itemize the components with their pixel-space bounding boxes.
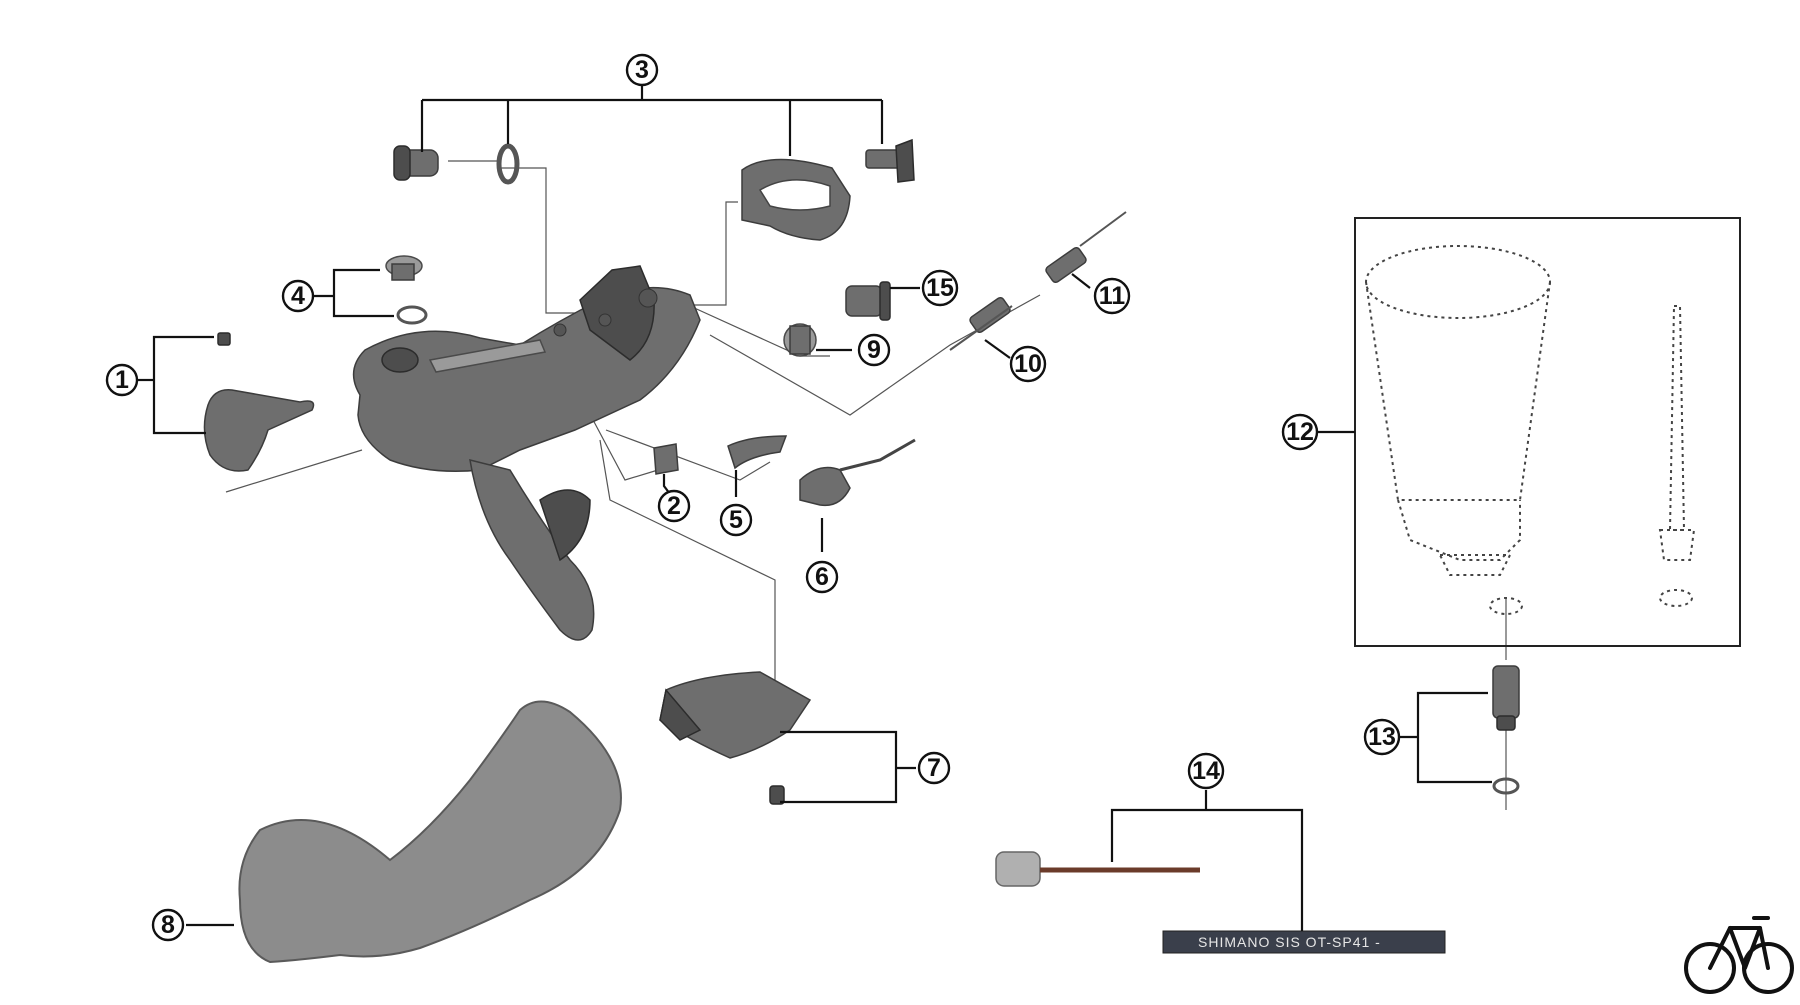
part-10-cap [949,296,1013,351]
cable-print-text: SHIMANO SIS OT-SP41 - [1198,934,1381,950]
callout-5: 5 [719,503,753,537]
part-14-outer-housing: SHIMANO SIS OT-SP41 - [1162,930,1446,954]
leader-lines [138,85,1492,931]
part-6-spring [799,438,916,507]
part-12-box [1354,217,1741,647]
part-4-cap [385,255,423,281]
part-3-washer [496,143,520,185]
part-5-plate [727,435,788,470]
callout-7: 7 [917,751,951,785]
part-3-bolt [393,145,439,181]
callout-4-label: 4 [291,282,305,310]
callout-11: 11 [1093,277,1131,315]
part-1-lever [203,389,315,472]
callout-3: 3 [625,53,659,87]
callout-14-label: 14 [1192,757,1220,785]
callout-2: 2 [657,489,691,523]
part-8-hood [238,700,622,964]
callout-2-label: 2 [667,492,681,520]
callout-12: 12 [1281,413,1319,451]
callout-9: 9 [857,333,891,367]
part-7-cover [659,671,812,759]
callout-13-label: 13 [1368,723,1396,751]
part-1-screw [217,332,231,346]
part-13-nipple [1492,665,1520,731]
part-13-ring [1492,777,1520,795]
callout-8-label: 8 [161,911,175,939]
callout-4: 4 [281,279,315,313]
callout-11-label: 11 [1099,282,1126,310]
callout-10: 10 [1009,345,1047,383]
part-14-inner-cable [995,851,1200,887]
part-9-bushing [783,323,817,357]
callout-13: 13 [1363,718,1401,756]
part-3-clamp-band [741,158,851,241]
callout-9-label: 9 [867,336,881,364]
callout-15: 15 [921,269,959,307]
callout-8: 8 [151,908,185,942]
callout-1: 1 [105,363,139,397]
callout-1-label: 1 [115,366,129,394]
callout-6-label: 6 [815,563,829,591]
lever-body [352,265,701,472]
callout-12-label: 12 [1286,418,1314,446]
callout-7-label: 7 [927,754,941,782]
part-4-oring [396,305,428,325]
callout-10-label: 10 [1014,350,1042,378]
part-7-screw [769,785,785,805]
brake-lever-blade [469,458,595,641]
part-2-block [653,443,679,475]
callout-5-label: 5 [729,506,743,534]
bicycle-icon [1684,916,1794,994]
assembly-guide-lines [225,160,1507,810]
callout-6: 6 [805,560,839,594]
callout-14: 14 [1187,752,1225,790]
part-3-screw [865,138,915,183]
callout-15-label: 15 [926,274,954,302]
part-11-cap [1045,211,1127,284]
part-15-bushing [845,281,891,321]
callout-3-label: 3 [635,56,649,84]
